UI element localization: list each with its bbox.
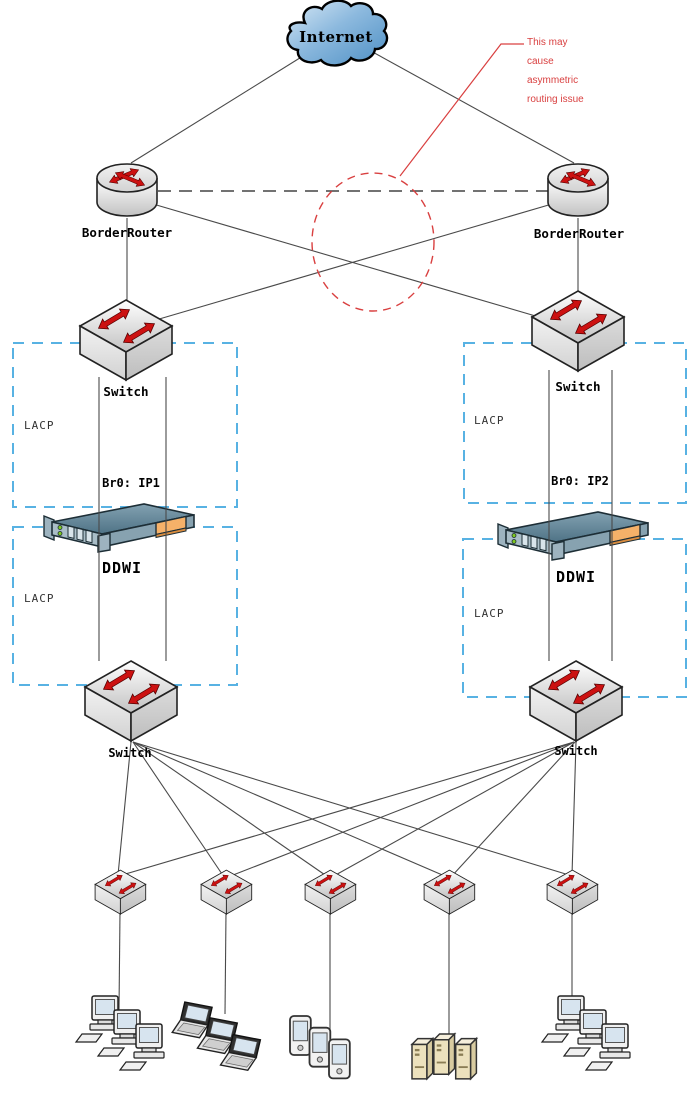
bridge-right-label: Br0: IP2	[551, 474, 609, 488]
lacp-bundle-lines	[98, 370, 613, 661]
lacp-upper-right-label: LACP	[474, 414, 505, 427]
desktop-group-2-icon	[542, 996, 630, 1070]
switch-top-left-label: Switch	[103, 384, 149, 399]
ddwi-left-icon	[43, 503, 195, 553]
phone-group-icon	[290, 1016, 350, 1078]
border-router-left-label: BorderRouter	[81, 225, 173, 240]
desktop-group-1-icon	[76, 996, 164, 1070]
lacp-box-lower-left	[12, 526, 238, 686]
annotation-leader-line	[399, 43, 524, 177]
bridge-left-label: Br0: IP1	[102, 476, 160, 490]
switch-top-right-icon	[532, 291, 624, 371]
lacp-lower-left-label: LACP	[24, 592, 55, 605]
note-line-2: cause	[527, 56, 554, 67]
server-group-icon	[412, 1034, 476, 1079]
lacp-upper-left-label: LACP	[24, 419, 55, 432]
laptop-group-icon	[172, 1002, 260, 1070]
switch-top-left-icon	[80, 300, 172, 380]
border-router-right-icon	[548, 164, 608, 216]
ddwi-right-icon	[497, 511, 649, 561]
border-router-left-icon	[97, 164, 157, 216]
note-line-3: asymmetric	[527, 75, 579, 86]
ddwi-right-label: DDWI	[555, 568, 597, 586]
switch-dist-right-icon	[530, 661, 622, 741]
internet-cloud-icon	[286, 0, 389, 67]
internet-label: Internet	[299, 28, 373, 46]
switch-dist-left-icon	[85, 661, 177, 741]
access-switch-3-icon	[305, 870, 356, 914]
access-switch-2-icon	[201, 870, 252, 914]
note-line-1: This may	[527, 37, 568, 48]
asymmetric-routing-highlight-circle	[311, 172, 435, 312]
switch-top-right-label: Switch	[555, 379, 601, 394]
border-router-right-label: BorderRouter	[533, 226, 625, 241]
access-switch-5-icon	[547, 870, 598, 914]
switch-dist-right-label: Switch	[554, 744, 598, 758]
access-switch-1-icon	[95, 870, 146, 914]
ddwi-left-label: DDWI	[101, 559, 143, 577]
note-line-4: routing issue	[527, 94, 584, 105]
connection-lines	[117, 49, 579, 1056]
lacp-box-upper-right	[463, 342, 687, 504]
access-switch-4-icon	[424, 870, 475, 914]
lacp-lower-right-label: LACP	[474, 607, 505, 620]
asymmetric-routing-note: This may cause asymmetric routing issue	[527, 33, 607, 109]
switch-dist-left-label: Switch	[108, 746, 152, 760]
